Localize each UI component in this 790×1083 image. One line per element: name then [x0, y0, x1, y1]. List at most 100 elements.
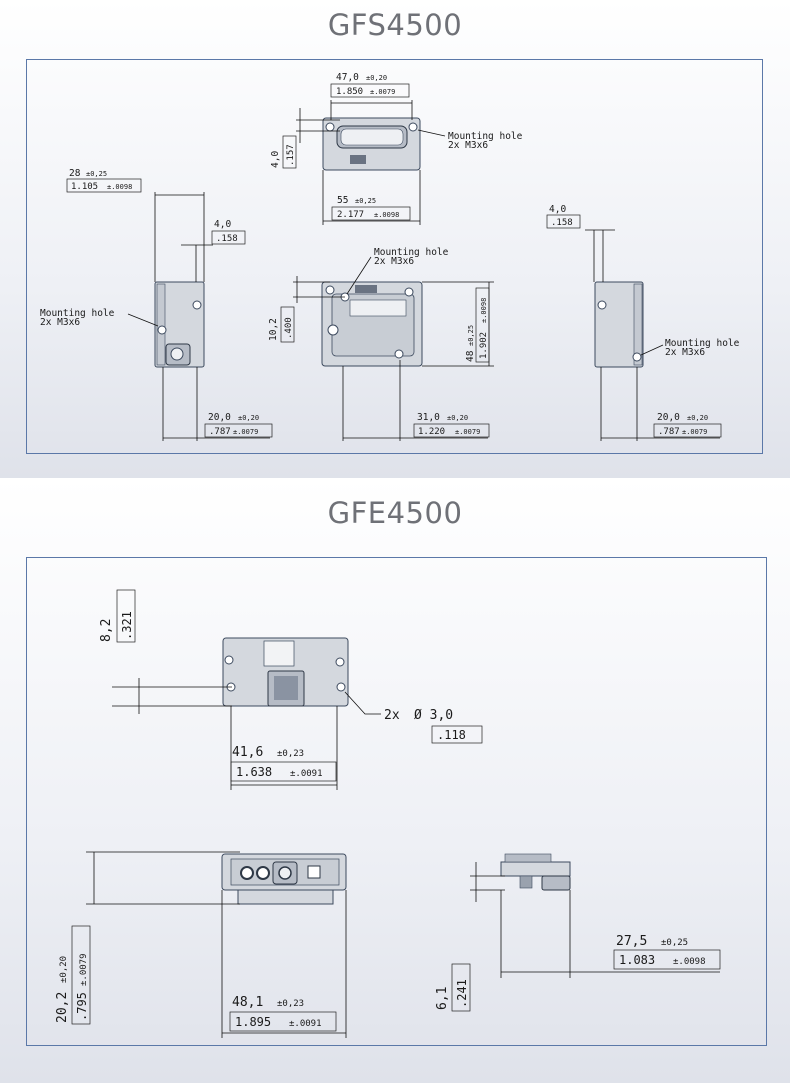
gfs-center-mounting-hole-label: Mounting hole 2x M3x6 — [374, 247, 449, 267]
dim-tol: ±0,20 — [366, 74, 387, 82]
holes-diameter: Ø 3,0 — [414, 708, 453, 723]
dim-text: 55 — [337, 195, 348, 206]
dim-text: 47,0 — [336, 72, 359, 83]
dim-inch: .787 — [658, 427, 680, 437]
gfs-right-bottom-dim: 20,0 ±0,20 .787 ±.0079 — [653, 412, 722, 438]
gfs-right-mounting-hole-label: Mounting hole 2x M3x6 — [665, 338, 740, 358]
dim-inch-tol: ±.0079 — [455, 428, 480, 436]
dim-text: 20,0 — [208, 412, 231, 423]
dim-tol: ±0,23 — [277, 999, 304, 1009]
label-line1: Mounting hole — [448, 131, 523, 142]
dim-tol: ±0,25 — [661, 938, 688, 948]
holes-inch: .118 — [437, 728, 466, 742]
gfs-top-view — [296, 100, 446, 225]
gfs-center-view — [293, 256, 494, 441]
dim-text: 4,0 — [270, 151, 281, 168]
gfs-left-bottom-dim: 20,0 ±0,20 .787 ±.0079 — [204, 412, 273, 438]
dim-text: 48 — [465, 350, 476, 362]
dim-inch-tol: ±.0079 — [682, 428, 707, 436]
dim-tol: ±0,20 — [238, 414, 259, 422]
gfe-side-view — [470, 853, 720, 978]
gfs4500-drawing: 47,0 ±0,20 1.850 ±.0079 55 ±0,25 2.177 ±… — [40, 72, 740, 441]
gfe-holes-callout: 2x Ø 3,0 .118 — [384, 708, 483, 744]
gfs-left-mounting-hole-label: Mounting hole 2x M3x6 — [40, 308, 115, 328]
dim-inch: 1.895 — [235, 1015, 271, 1029]
gfs4500-section: GFS4500 47,0 ±0,20 — [0, 0, 790, 478]
dim-tol: ±0,20 — [687, 414, 708, 422]
dim-inch: .241 — [455, 979, 469, 1008]
dim-inch-tol: ±.0098 — [107, 183, 132, 191]
gfs-top-mounting-hole-label: Mounting hole 2x M3x6 — [448, 131, 523, 151]
dim-inch: .795 — [75, 992, 89, 1021]
dim-tol: ±0,20 — [59, 956, 69, 983]
gfe4500-section: GFE4500 8,2 .321 2x Ø 3,0 — [0, 478, 790, 1083]
gfs-top-depth-dim: 55 ±0,25 2.177 ±.0098 — [331, 195, 411, 221]
gfs4500-drawing-frame — [26, 59, 763, 454]
dim-inch: .158 — [551, 218, 573, 228]
dim-text: 8,2 — [99, 619, 114, 642]
dim-inch-tol: ±.0079 — [79, 953, 89, 986]
dim-inch: .787 — [209, 427, 231, 437]
label-line2: 2x M3x6 — [448, 140, 488, 151]
dim-text: 4,0 — [214, 219, 231, 230]
gfe-front-view — [86, 851, 347, 1038]
label-line1: Mounting hole — [665, 338, 740, 349]
dim-inch: .321 — [120, 611, 134, 640]
gfs-left-view — [127, 192, 270, 441]
gfs-top-width-dim: 47,0 ±0,20 1.850 ±.0079 — [330, 72, 410, 98]
dim-inch-tol: ±.0079 — [233, 428, 258, 436]
dim-inch-tol: ±.0079 — [370, 88, 395, 96]
dim-inch-tol: ±.0098 — [374, 211, 399, 219]
dim-tol: ±0,25 — [86, 170, 107, 178]
dim-inch-tol: ±.0091 — [289, 1019, 322, 1029]
dim-inch: 1.638 — [236, 765, 272, 779]
gfs-right-offset-dim: 4,0 .158 — [546, 204, 581, 229]
dim-inch: 1.083 — [619, 953, 655, 967]
gfe-top-height-dim: 8,2 .321 — [99, 589, 136, 643]
gfs-left-offset-dim: 4,0 .158 — [211, 219, 246, 245]
gfe-top-view — [112, 637, 381, 790]
label-line2: 2x M3x6 — [374, 256, 414, 267]
dim-inch: .158 — [216, 234, 238, 244]
dim-text: 28 — [69, 168, 81, 179]
label-line2: 2x M3x6 — [665, 347, 705, 358]
dim-inch-tol: ±.0098 — [480, 298, 488, 323]
gfs-right-view — [585, 229, 720, 441]
dim-inch: 2.177 — [337, 210, 364, 220]
dim-text: 27,5 — [616, 934, 647, 949]
dim-text: 31,0 — [417, 412, 440, 423]
dim-inch: 1.105 — [71, 182, 98, 192]
gfs-left-depth-dim: 28 ±0,25 1.105 ±.0098 — [66, 168, 142, 193]
gfe-top-width-dim: 41,6 ±0,23 1.638 ±.0091 — [230, 745, 337, 782]
label-line1: Mounting hole — [40, 308, 115, 319]
gfe-front-width-dim: 48,1 ±0,23 1.895 ±.0091 — [229, 995, 337, 1032]
gfs4500-title: GFS4500 — [327, 8, 463, 42]
dim-text: 4,0 — [549, 204, 566, 215]
dim-tol: ±0,20 — [447, 414, 468, 422]
dim-text: 20,0 — [657, 412, 680, 423]
gfs-center-right-dim: 48 ±0,25 1.902 ±.0098 — [465, 287, 490, 363]
gfe4500-title: GFE4500 — [327, 496, 463, 530]
dim-tol: ±0,25 — [355, 197, 376, 205]
dim-inch: 1.850 — [336, 87, 363, 97]
gfs-top-height-dim: 4,0 .157 — [270, 135, 297, 169]
gfs-center-bottom-dim: 31,0 ±0,20 1.220 ±.0079 — [413, 412, 490, 438]
gfe-side-height-dim: 6,1 .241 — [435, 963, 471, 1012]
dim-inch: .157 — [286, 144, 296, 166]
dim-text: 10,2 — [268, 318, 279, 341]
dim-text: 41,6 — [232, 745, 263, 760]
dim-inch: .400 — [284, 317, 294, 339]
gfe4500-drawing: 8,2 .321 2x Ø 3,0 .118 41,6 ±0,23 1.638 … — [55, 589, 721, 1038]
gfe4500-drawing-frame — [26, 557, 767, 1046]
gfe-side-width-dim: 27,5 ±0,25 1.083 ±.0098 — [613, 934, 721, 970]
dim-inch-tol: ±.0091 — [290, 769, 323, 779]
dim-inch: 1.220 — [418, 427, 445, 437]
dim-text: 20,2 — [55, 992, 70, 1023]
label-line2: 2x M3x6 — [40, 317, 80, 328]
gfe-front-height-dim: 20,2 ±0,20 .795 ±.0079 — [55, 925, 91, 1025]
dim-tol: ±0,25 — [467, 325, 475, 346]
holes-count: 2x — [384, 708, 400, 723]
label-line1: Mounting hole — [374, 247, 449, 258]
dim-text: 48,1 — [232, 995, 263, 1010]
dim-tol: ±0,23 — [277, 749, 304, 759]
